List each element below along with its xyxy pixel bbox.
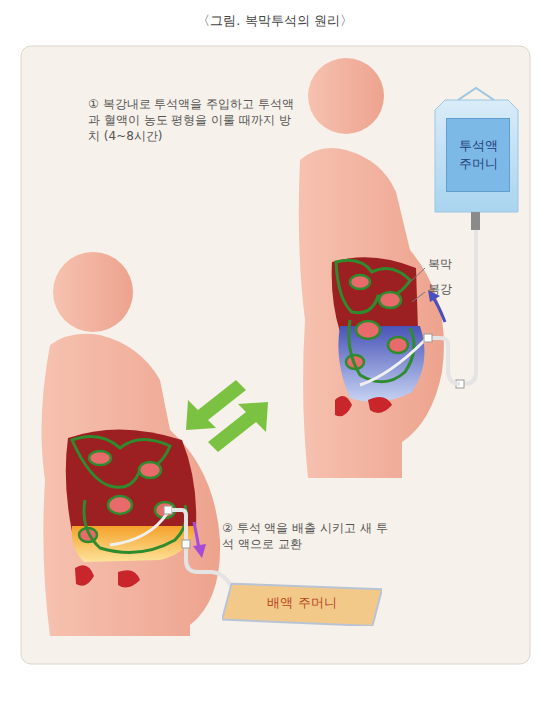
dialysate-bag: 투석액 주머니 [446,118,510,192]
bag-label: 배액 주머니 [267,594,336,612]
person-right [299,58,444,478]
figure-title: 〈그림. 복막투석의 원리〉 [0,12,550,30]
drain-tube [164,506,232,588]
drain-bag: 배액 주머니 [222,580,382,626]
step-note: ② 투석 액을 배출 시키고 새 투석 액으로 교환 [222,520,398,552]
bag-label: 투석액 주머니 [451,137,505,172]
panel [21,46,530,664]
exchange-arrows [186,380,268,452]
dialysate-bag-shape [408,88,518,388]
part-label: 복강 [428,281,468,297]
part-label: 복막 [428,256,468,272]
person-left [41,252,220,636]
step-note: ① 복강내로 투석액을 주입하고 투석액과 혈액이 농도 평형을 이룰 때까지 … [88,96,300,145]
